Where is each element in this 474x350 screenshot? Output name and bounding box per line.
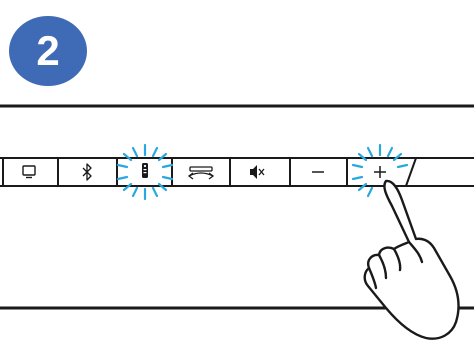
input-source-button[interactable] [22, 165, 36, 179]
volume-up-glow [351, 143, 409, 198]
plus-icon [374, 166, 386, 178]
step-badge: 2 [9, 16, 87, 86]
surround-sound-icon [187, 166, 215, 180]
bluetooth-button[interactable] [82, 163, 92, 181]
mute-button[interactable] [250, 165, 265, 179]
remote-learning-button[interactable] [116, 143, 174, 201]
bluetooth-icon [82, 163, 92, 181]
pointing-hand-icon [363, 179, 460, 340]
surround-button[interactable] [187, 166, 215, 180]
volume-up-button[interactable] [351, 143, 409, 198]
remote-glow [116, 143, 174, 201]
remote-control-icon [142, 163, 148, 178]
mute-icon [250, 165, 265, 179]
monitor-icon [22, 165, 36, 179]
control-strip [0, 157, 474, 187]
step-number: 2 [36, 27, 60, 74]
